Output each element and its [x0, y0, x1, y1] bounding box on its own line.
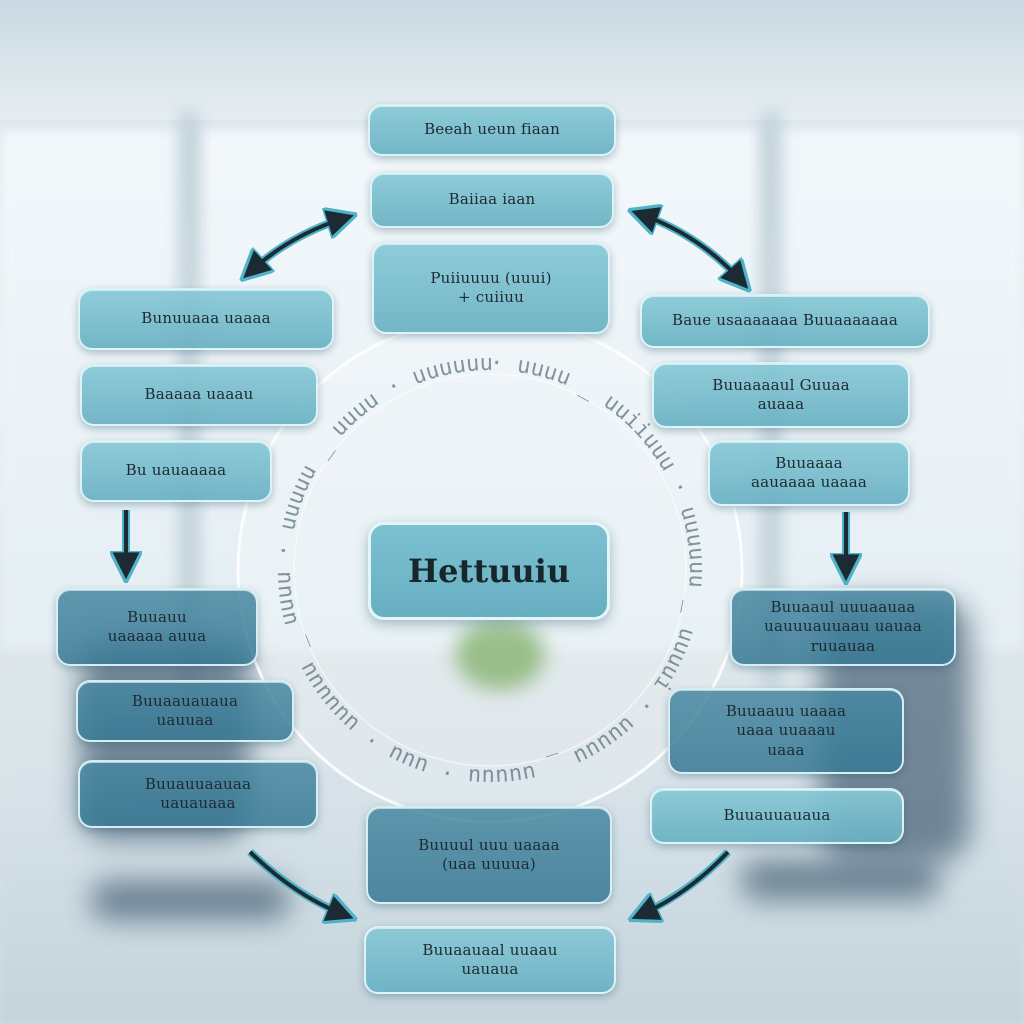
node-label: Buuaauu uaaaa uaaa uuaaau uaaa — [725, 701, 847, 759]
center-label: Hettuuiu — [407, 552, 571, 590]
node-lower-right-2: Buuaauu uaaaa uaaa uuaaau uaaa — [668, 688, 904, 774]
cycle-arrow-bottom-left-core — [248, 850, 341, 915]
cycle-arrow-top-left — [250, 218, 345, 272]
inner-ring — [293, 373, 687, 767]
node-right-3: Buuaaaa aauaaaa uaaaa — [708, 440, 910, 506]
node-right-2: Buuaaaaul Guuaa auaaa — [652, 362, 910, 428]
plant — [455, 620, 545, 690]
office-chair-base — [740, 860, 940, 900]
node-label: Buuuul uuu uaaaa (uaa uuuua) — [418, 835, 560, 874]
node-label: Buuaaaa aauaaaa uaaaa — [750, 453, 868, 492]
node-label: Buuauuauaua — [723, 806, 831, 825]
node-label: Baaaaa uaaau — [144, 385, 254, 404]
node-left-1: Bunuuaaa uaaaa — [78, 288, 334, 350]
node-left-3: Bu uauaaaaa — [80, 440, 272, 502]
node-label: Bu uauaaaaa — [125, 461, 227, 480]
node-lower-left-1: Buuauu uaaaaa auua — [56, 588, 258, 666]
node-lower-left-2: Buuaauauaua uauuaa — [76, 680, 294, 742]
cycle-arrow-top-right — [640, 214, 742, 282]
node-bottom-2: Buuaauaal uuaau uauaua — [364, 926, 616, 994]
node-bottom-1: Buuuul uuu uaaaa (uaa uuuua) — [366, 806, 612, 904]
node-top-1: Beeah ueun fiaan — [368, 104, 616, 156]
cycle-arrow-top-right-core — [639, 212, 744, 284]
node-label: Bunuuaaa uaaaa — [141, 309, 271, 328]
node-right-1: Baue usaaaaaaa Buuaaaaaaa — [640, 294, 930, 348]
center-node: Hettuuiu — [368, 522, 610, 620]
node-lower-left-3: Buuauuaauaa uauauaaa — [78, 760, 318, 828]
node-top-2: Baiiaa iaan — [370, 172, 614, 228]
office-chair-base — [90, 880, 290, 920]
node-lower-right-1: Buuaaul uuuaauaa uauuuauuaau uauaa ruuau… — [730, 588, 956, 666]
node-left-2: Baaaaa uaaau — [80, 364, 318, 426]
node-label: Buuaaaaul Guuaa auaaa — [712, 375, 850, 414]
node-label: Baiiaa iaan — [448, 190, 536, 209]
node-top-3: Puiiuuuu (uuui) + cuiiuu — [372, 242, 610, 334]
node-label: Buuauuaauaa uauauaaa — [144, 774, 252, 813]
node-label: Baue usaaaaaaa Buuaaaaaaa — [672, 311, 898, 330]
node-lower-right-3: Buuauuauaua — [650, 788, 904, 844]
node-label: Puiiuuuu (uuui) + cuiiuu — [430, 268, 552, 307]
cycle-arrow-bottom-right-core — [644, 850, 730, 915]
cycle-arrow-bottom-left — [247, 849, 345, 915]
cycle-arrow-top-left-core — [248, 216, 346, 274]
node-label: Beeah ueun fiaan — [424, 120, 560, 139]
node-label: Buuaauaal uuaau uauaua — [422, 940, 558, 979]
node-label: Buuauu uaaaaa auua — [107, 607, 207, 646]
node-label: Buuaauauaua uauuaa — [131, 691, 239, 730]
node-label: Buuaaul uuuaauaa uauuuauuaau uauaa ruuau… — [764, 597, 922, 655]
ceiling — [0, 0, 1024, 120]
cycle-arrow-bottom-right — [640, 849, 731, 915]
